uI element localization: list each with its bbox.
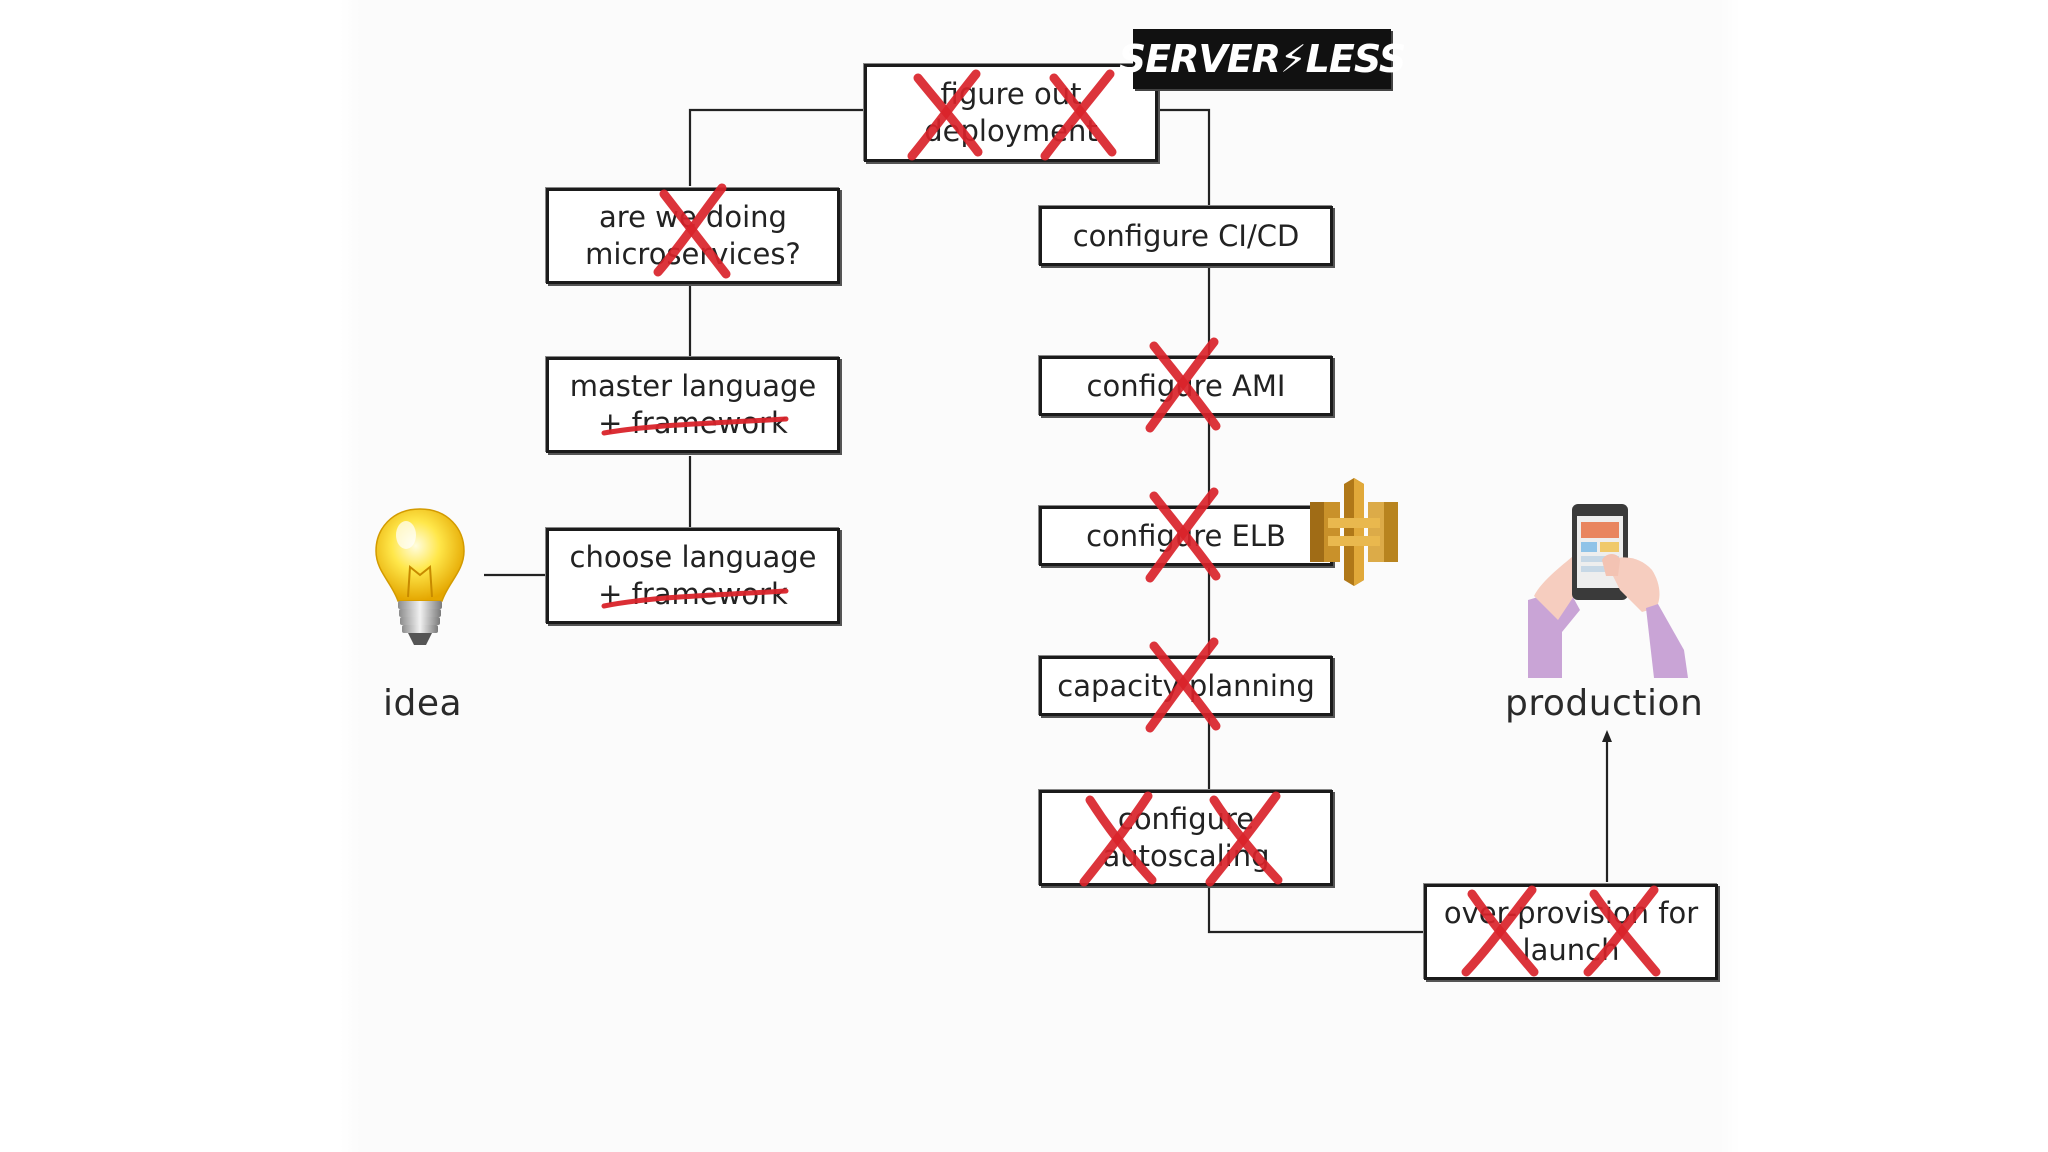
cross-mark-icon <box>907 69 983 161</box>
cross-mark-icon <box>1079 791 1157 887</box>
caption-idea: idea <box>383 683 463 724</box>
strike-master-framework <box>601 416 789 436</box>
serverless-logo-text: SERVER⚡LESS <box>1118 37 1406 81</box>
caption-production: production <box>1505 683 1704 724</box>
box-label-line1: choose language <box>569 540 817 574</box>
cross-mark-icon <box>653 183 731 279</box>
phone-hands-icon <box>1528 504 1688 678</box>
box-label-line1: master language <box>569 369 817 403</box>
cross-mark-icon <box>1461 885 1539 977</box>
arrowhead-icon <box>1602 730 1612 742</box>
box-label: configure CI/CD <box>1072 218 1300 253</box>
cross-mark-icon <box>1040 69 1117 161</box>
cross-mark-icon <box>1145 487 1221 583</box>
connector-micro-deploy <box>688 108 864 186</box>
connector-autoscale-overprov <box>1207 886 1424 934</box>
cross-mark-icon <box>1145 637 1221 733</box>
box-master-language: master language + framework <box>546 357 840 453</box>
connector-deploy-cicd <box>1158 108 1211 206</box>
cross-mark-icon <box>1583 885 1661 977</box>
api-gateway-icon <box>1310 478 1398 586</box>
box-label-line2: microservices? <box>585 237 801 271</box>
box-configure-cicd: configure CI/CD <box>1039 206 1333 266</box>
serverless-logo: SERVER⚡LESS <box>1119 29 1406 89</box>
lightbulb-icon <box>375 508 465 645</box>
strike-choose-framework <box>601 588 789 609</box>
cross-mark-icon <box>1205 791 1283 887</box>
cross-mark-icon <box>1145 337 1221 433</box>
box-configure-elb: configure ELB <box>1039 506 1333 566</box>
